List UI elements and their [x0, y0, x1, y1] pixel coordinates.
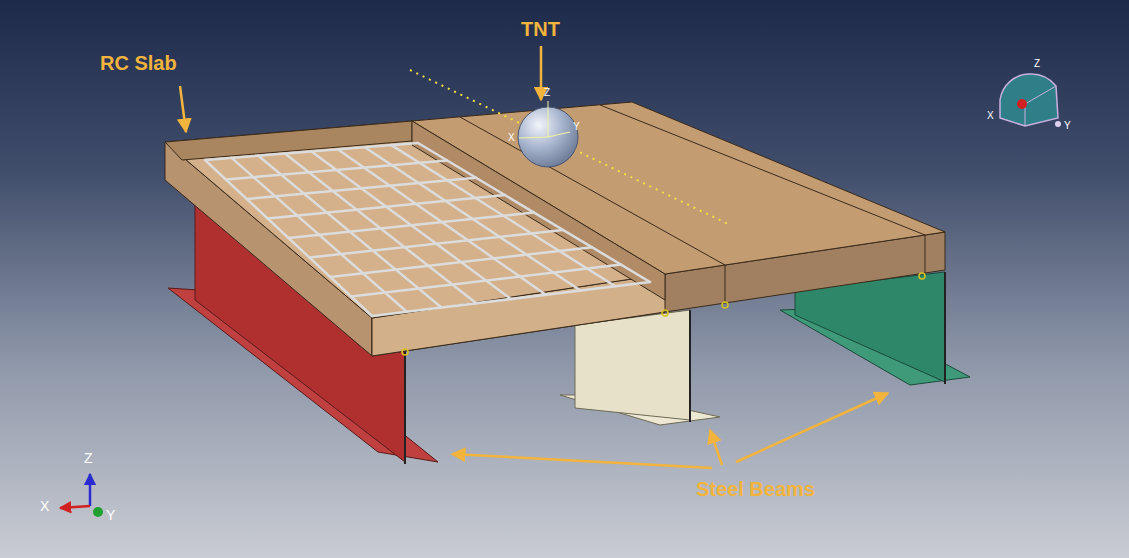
part-label: Steel Beams — [696, 478, 815, 500]
axis-line — [519, 137, 548, 138]
axis-label: X — [987, 110, 994, 121]
partition-line — [925, 235, 926, 273]
view-point — [1017, 99, 1027, 109]
leader-arrow — [736, 393, 888, 462]
beam-edge — [689, 310, 691, 422]
view-quadrant — [1000, 74, 1058, 126]
leader-arrows — [180, 46, 888, 468]
rebar — [365, 147, 581, 290]
axis-label: Z — [1034, 58, 1040, 69]
axis-label: Z — [544, 87, 550, 98]
leader-arrow — [180, 86, 186, 132]
beam-edge — [404, 351, 406, 464]
axis-label: X — [508, 132, 515, 143]
tie-points — [402, 273, 925, 355]
beam-edge — [944, 272, 946, 384]
view-point — [1055, 121, 1061, 127]
axis-line — [548, 101, 549, 137]
axis-label: Z — [84, 451, 93, 466]
part-label: RC Slab — [100, 52, 177, 74]
leader-arrow — [540, 46, 543, 100]
axis-line — [548, 132, 570, 137]
z-axis — [89, 474, 92, 506]
tie-point — [662, 310, 668, 316]
axis-label: Y — [106, 508, 115, 523]
global-triad — [60, 474, 103, 517]
axis-label: X — [40, 499, 49, 514]
rebar — [285, 154, 476, 304]
partition-line — [600, 105, 925, 235]
y-axis — [93, 507, 103, 517]
view-orientation-widget — [1000, 74, 1061, 127]
tie-point — [722, 302, 728, 308]
rc-slab — [165, 102, 945, 356]
steel-beam-cream — [560, 310, 720, 425]
part-label: TNT — [521, 18, 560, 40]
rebar — [391, 145, 615, 286]
leader-arrow — [710, 430, 722, 465]
local-axes — [519, 101, 570, 138]
rebar — [205, 160, 372, 316]
tie-point — [402, 349, 408, 355]
rebar-mesh — [205, 143, 650, 316]
x-axis — [60, 506, 90, 508]
axis-label: Y — [573, 121, 580, 132]
view-edge — [1025, 86, 1056, 104]
beam-web — [575, 310, 690, 420]
axis-label: Y — [1064, 120, 1071, 131]
symmetry-line — [410, 70, 730, 225]
leader-arrow — [452, 454, 712, 468]
tie-point — [919, 273, 925, 279]
partition-line — [725, 265, 726, 303]
